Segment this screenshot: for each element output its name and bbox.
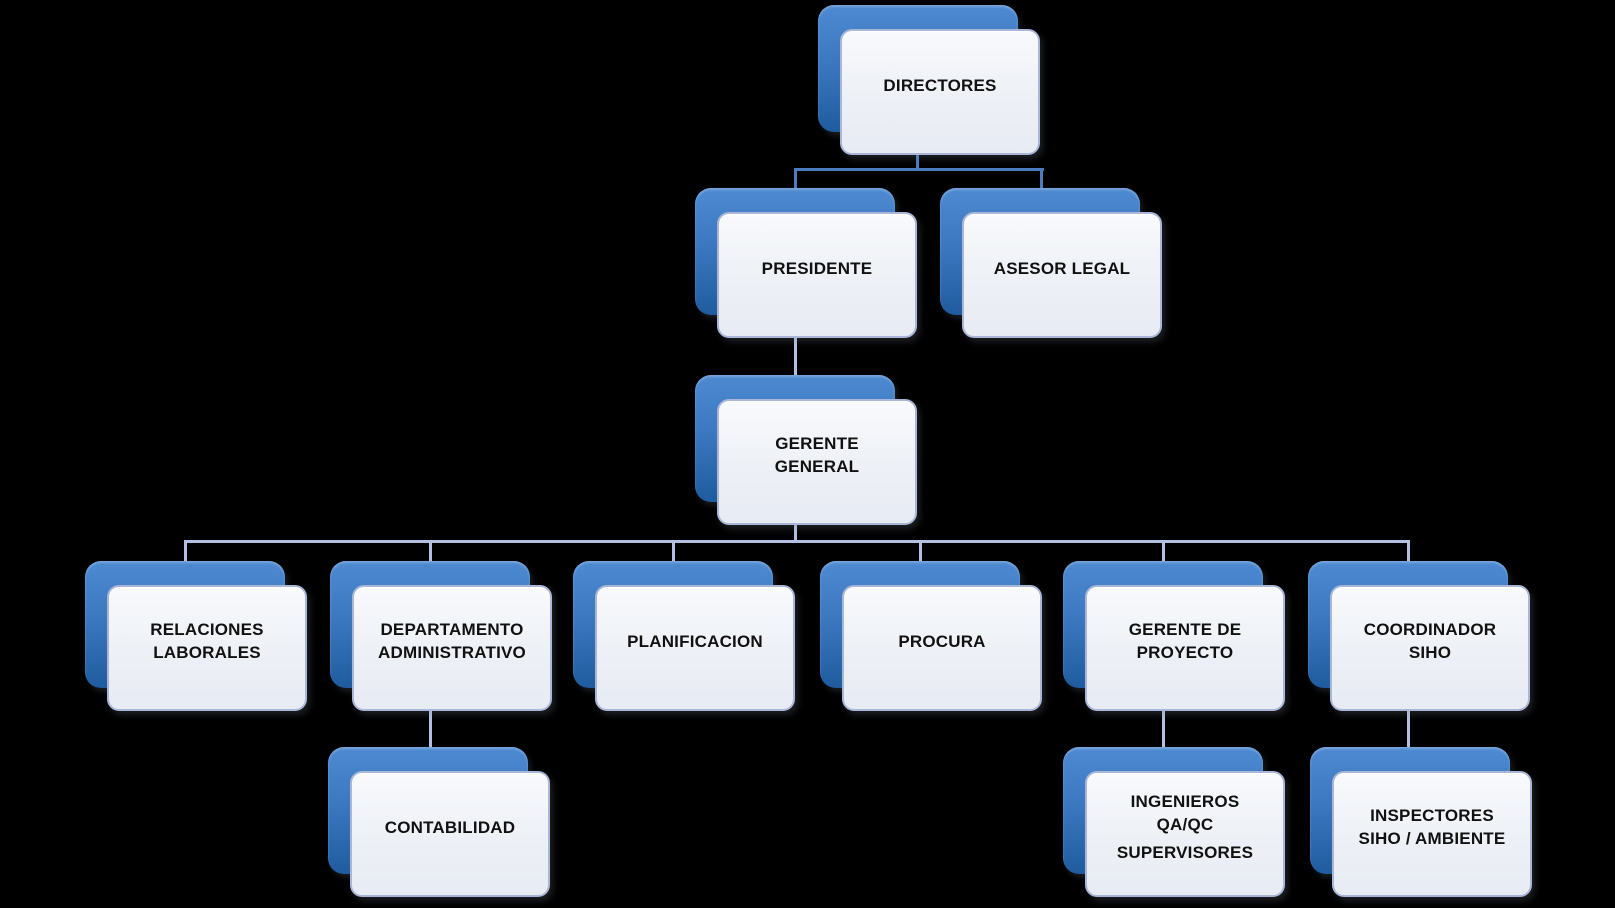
node-label: PLANIFICACION [627, 631, 763, 651]
node-card: COORDINADOR SIHO [1330, 585, 1530, 711]
node-label: DEPARTAMENTO ADMINISTRATIVO [378, 620, 526, 662]
connector-gerente-down [794, 525, 797, 542]
node-label: CONTABILIDAD [384, 817, 516, 837]
connector-drop-gerente-proyecto [1162, 540, 1165, 563]
org-node-asesor-legal: ASESOR LEGAL [940, 188, 1162, 338]
connector-drop-relaciones [184, 540, 187, 563]
connector-presidente-gerente [794, 338, 797, 377]
node-card: CONTABILIDAD [350, 771, 550, 897]
org-node-ingenieros-qaqc: INGENIEROS QA/QC SUPERVISORES [1063, 747, 1285, 897]
node-card: GERENTE GENERAL [717, 399, 917, 525]
connector-proyecto-ingenieros [1162, 711, 1165, 749]
node-label: GERENTE GENERAL [774, 434, 860, 476]
node-label: INGENIEROS QA/QC [1130, 791, 1240, 834]
node-card: INSPECTORES SIHO / AMBIENTE [1332, 771, 1532, 897]
org-node-coordinador-siho: COORDINADOR SIHO [1308, 561, 1530, 711]
org-node-departamento-administrativo: DEPARTAMENTO ADMINISTRATIVO [330, 561, 552, 711]
connector-drop-asesor-legal [1040, 168, 1043, 190]
connector-directores-down [916, 153, 919, 170]
org-node-inspectores-siho-ambiente: INSPECTORES SIHO / AMBIENTE [1310, 747, 1532, 897]
node-label: ASESOR LEGAL [993, 258, 1131, 278]
org-node-gerente-general: GERENTE GENERAL [695, 375, 917, 525]
connector-row4-horizontal [184, 540, 1410, 543]
node-card: PLANIFICACION [595, 585, 795, 711]
node-label: DIRECTORES [883, 75, 997, 95]
connector-row2-horizontal [794, 168, 1044, 171]
org-node-procura: PROCURA [820, 561, 1042, 711]
node-label-secondary: SUPERVISORES [1116, 843, 1254, 863]
org-node-directores: DIRECTORES [818, 5, 1040, 155]
connector-drop-presidente [794, 168, 797, 190]
node-card: DEPARTAMENTO ADMINISTRATIVO [352, 585, 552, 711]
node-card: GERENTE DE PROYECTO [1085, 585, 1285, 711]
node-label: PROCURA [898, 631, 986, 651]
org-node-presidente: PRESIDENTE [695, 188, 917, 338]
connector-drop-departamento [429, 540, 432, 563]
connector-departamento-contabilidad [429, 711, 432, 749]
node-label: RELACIONES LABORALES [150, 620, 264, 662]
node-label: COORDINADOR SIHO [1363, 620, 1497, 662]
connector-drop-procura [919, 540, 922, 563]
node-label: INSPECTORES SIHO / AMBIENTE [1358, 806, 1506, 848]
org-node-gerente-de-proyecto: GERENTE DE PROYECTO [1063, 561, 1285, 711]
node-card: ASESOR LEGAL [962, 212, 1162, 338]
node-card: RELACIONES LABORALES [107, 585, 307, 711]
org-node-planificacion: PLANIFICACION [573, 561, 795, 711]
node-card: PROCURA [842, 585, 1042, 711]
node-card: PRESIDENTE [717, 212, 917, 338]
org-node-contabilidad: CONTABILIDAD [328, 747, 550, 897]
node-card: DIRECTORES [840, 29, 1040, 155]
connector-coordinador-inspectores [1407, 711, 1410, 749]
node-label: GERENTE DE PROYECTO [1128, 620, 1242, 662]
connector-drop-coordinador [1407, 540, 1410, 563]
connector-drop-planificacion [672, 540, 675, 563]
org-node-relaciones-laborales: RELACIONES LABORALES [85, 561, 307, 711]
node-label: PRESIDENTE [761, 258, 873, 278]
node-card: INGENIEROS QA/QC SUPERVISORES [1085, 771, 1285, 897]
